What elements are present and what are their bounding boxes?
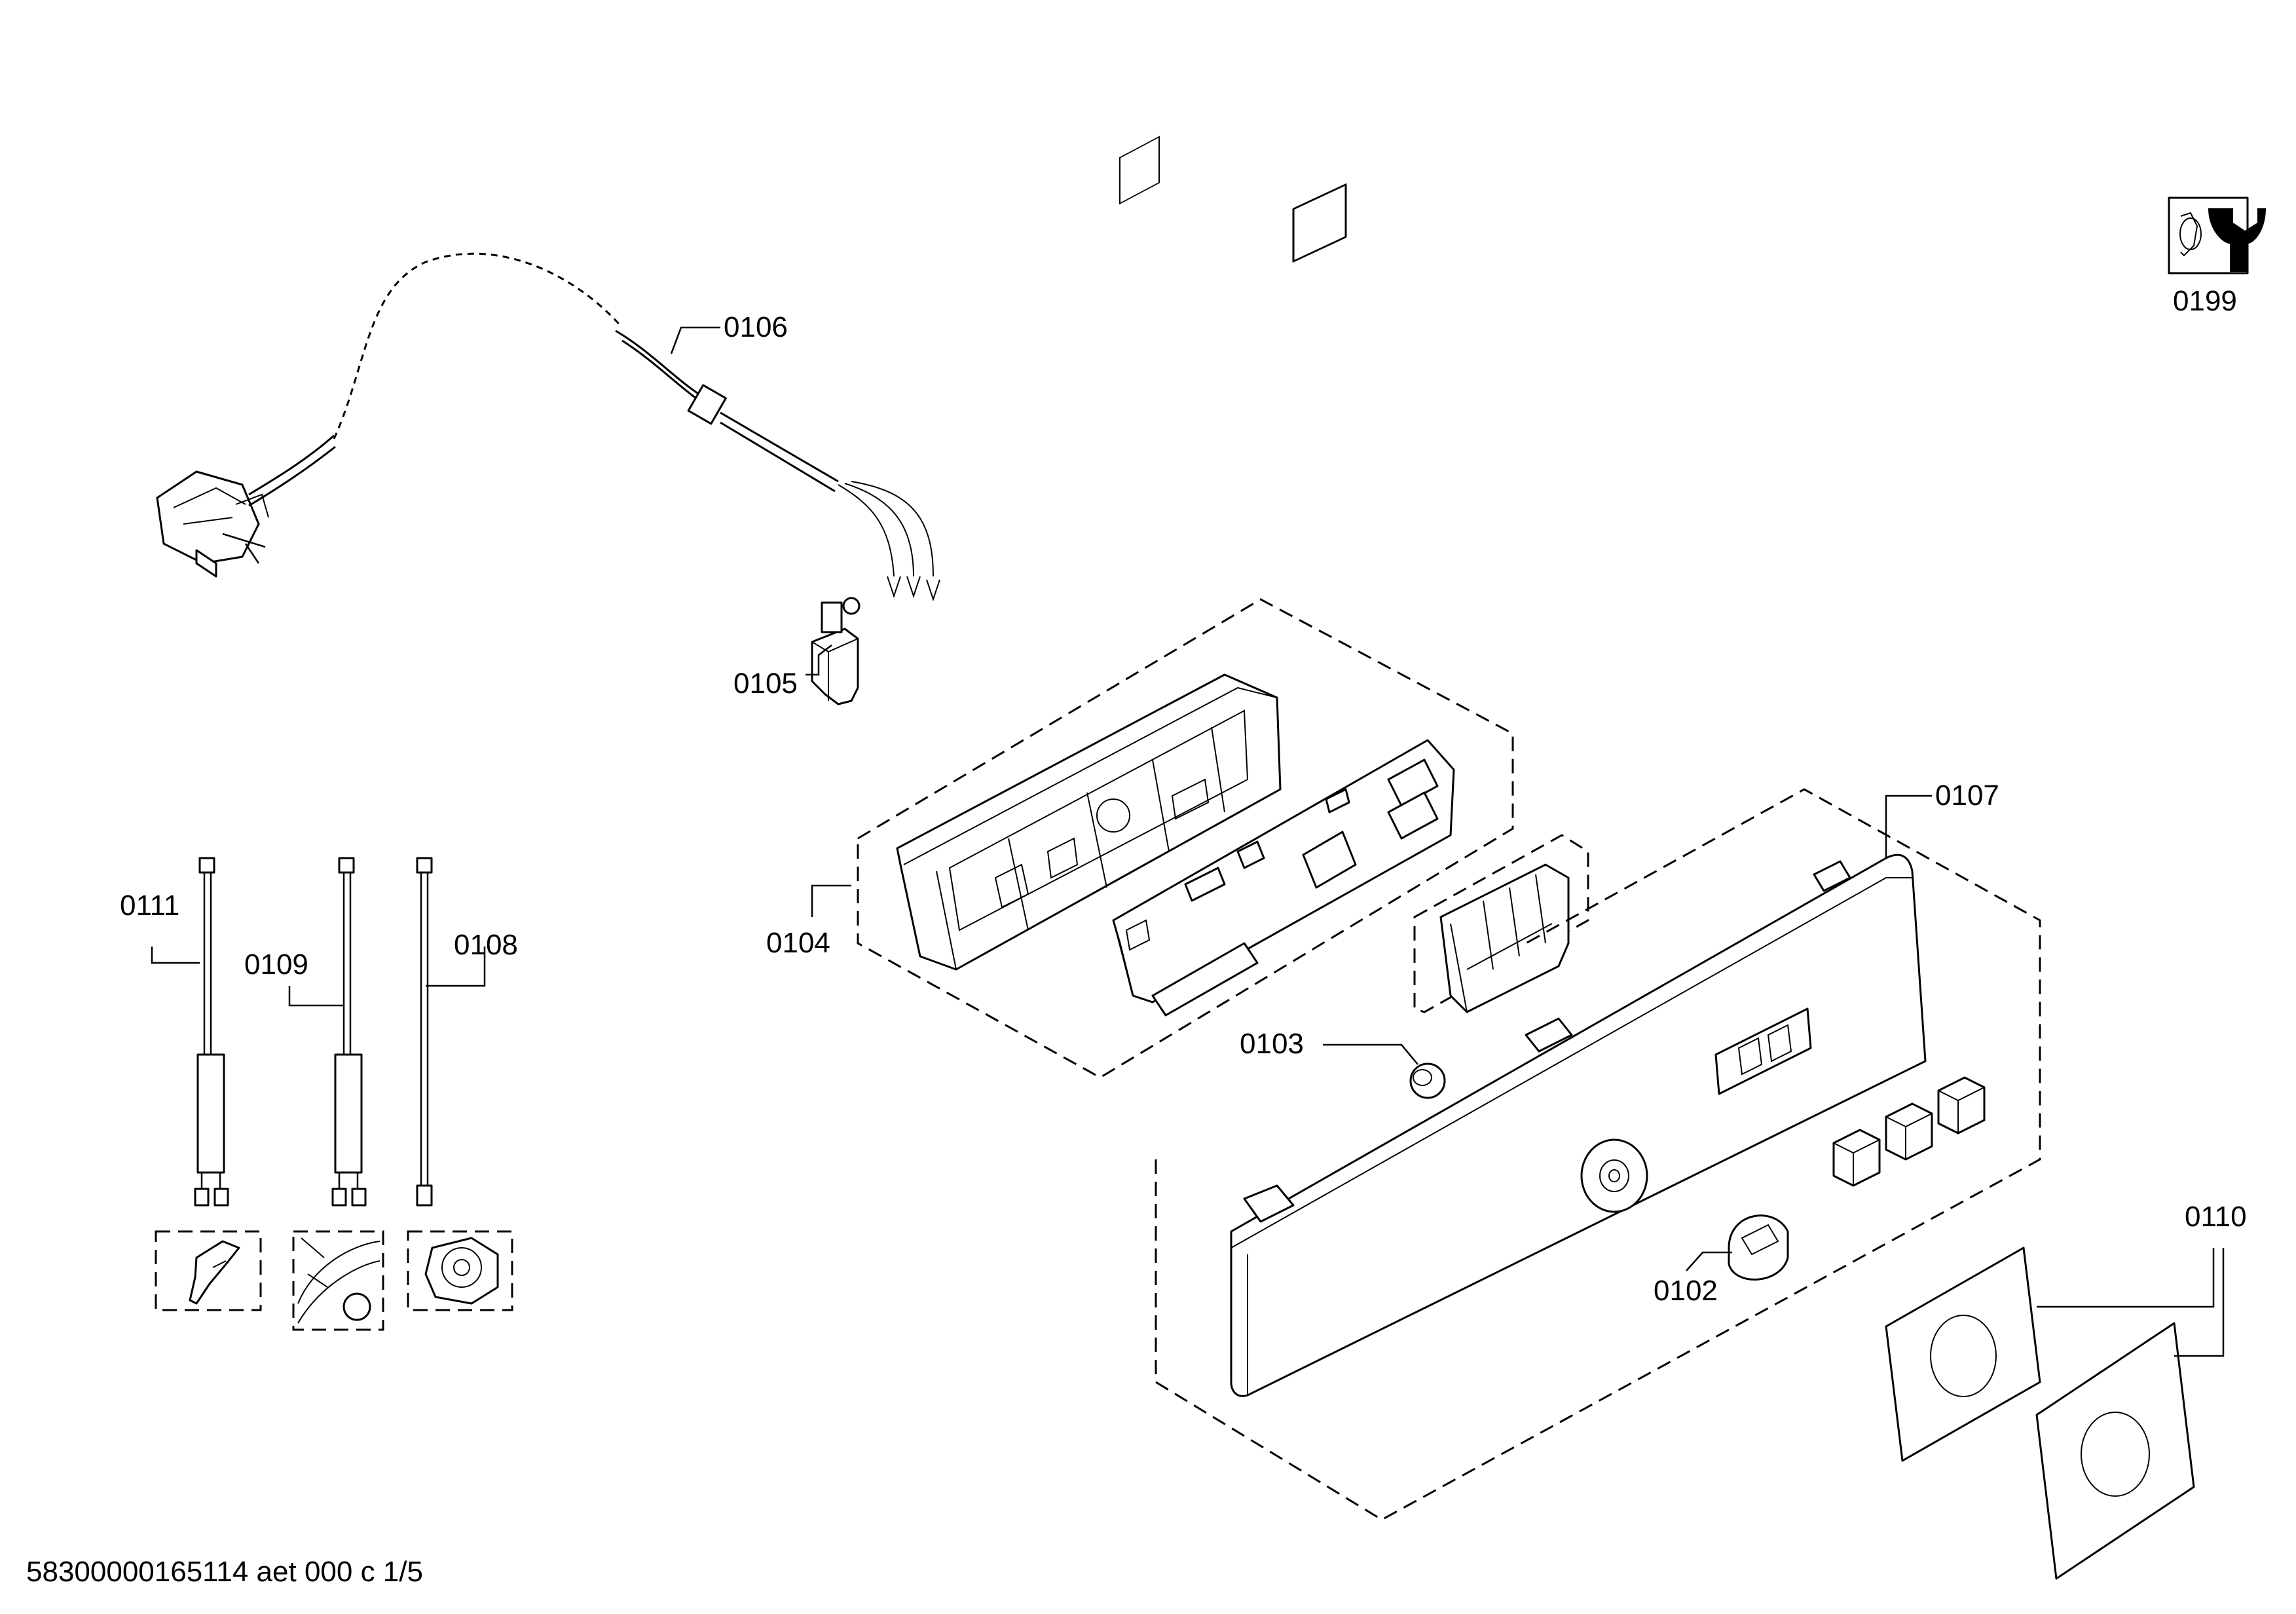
label-0199: 0199 [2173, 285, 2237, 317]
label-0107: 0107 [1935, 779, 1999, 812]
document-reference-footer: 58300000165114 aet 000 c 1/5 [26, 1556, 423, 1588]
power-cord-part [156, 252, 940, 602]
button-carrier-part [1413, 834, 1589, 1013]
label-0103: 0103 [1240, 1028, 1304, 1060]
label-0111: 0111 [120, 890, 179, 922]
label-0105: 0105 [733, 667, 798, 700]
filter-part [805, 597, 861, 705]
wrench-nut-icon [2168, 197, 2266, 274]
push-buttons-part [1832, 1076, 1986, 1187]
selector-knob-part [1686, 1214, 1789, 1281]
light-pipe-part [1323, 1043, 1446, 1099]
harness-0108-part [407, 857, 513, 1311]
harness-0111-part [151, 857, 262, 1311]
label-0102: 0102 [1654, 1275, 1718, 1307]
control-module-part [811, 136, 1514, 1079]
label-0106: 0106 [724, 311, 788, 343]
label-0109: 0109 [244, 948, 308, 981]
label-0108: 0108 [454, 929, 518, 961]
label-0104: 0104 [766, 927, 830, 959]
harness-0109-part [288, 857, 384, 1331]
fascia-panel-part [1155, 788, 2041, 1521]
label-0110: 0110 [2185, 1201, 2247, 1233]
cover-plates-part [1885, 1247, 2225, 1580]
